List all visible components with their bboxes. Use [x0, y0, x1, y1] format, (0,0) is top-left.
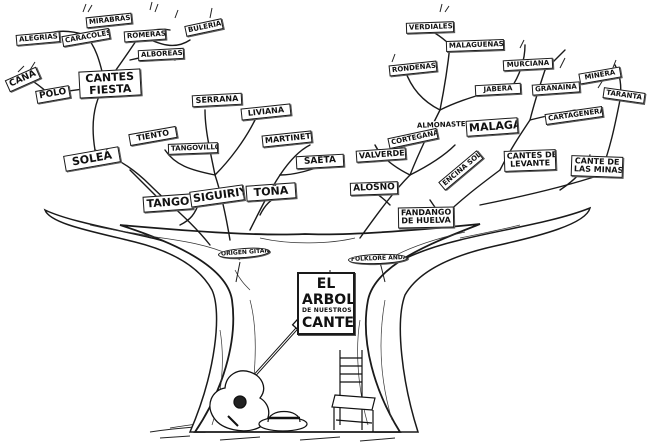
twig-strokes — [17, 1, 617, 89]
sign-tangovillo: TANGOVILLO — [167, 142, 219, 156]
sign-verdiales: VERDIALES — [405, 21, 455, 35]
folklore-andaluz-label: FOLKLORE ANDALUZ — [350, 253, 409, 263]
sign-cante-minas: CANTE DE LAS MINAS — [570, 155, 624, 178]
hat — [258, 410, 308, 432]
sign-cantes-levante: CANTES DE LEVANTE — [503, 149, 557, 172]
fandango-line2: DE HUELVA — [401, 215, 451, 226]
serrana-label: SERRANA — [195, 93, 239, 106]
sign-cantes-fiesta: CANTES FIESTA — [78, 68, 142, 99]
tangovillo-label: TANGOVILLO — [170, 143, 219, 153]
polo-label: POLO — [38, 86, 68, 102]
murciana-label: MURCIANA — [506, 58, 550, 70]
valverde-label: VALVERDE — [358, 148, 405, 161]
sign-alboreas: ALBOREAS — [137, 47, 185, 62]
title-line1: EL — [316, 276, 336, 292]
verdiales-label: VERDIALES — [408, 22, 453, 32]
cantes-fiesta-line2: FIESTA — [88, 81, 132, 97]
malaguenas-label: MALAGUEÑAS — [448, 39, 504, 50]
sign-alosno: ALOSNO — [349, 181, 399, 197]
tona-label: TOÑA — [253, 183, 289, 200]
cante-minas-line2: LAS MINAS — [573, 164, 624, 176]
tango-label: TANGO — [146, 194, 190, 211]
malaga-label: MALAGA — [468, 117, 519, 135]
alboreas-label: ALBOREAS — [140, 48, 183, 60]
title-line3: DE NUESTROS — [302, 307, 352, 315]
alegrias-label: ALEGRÍAS — [18, 32, 59, 44]
liviana-label: LIVIANA — [247, 105, 285, 118]
sign-serrana: SERRANA — [191, 92, 243, 108]
title-line4: CANTES — [302, 315, 354, 332]
romeras-label: ROMERAS — [126, 29, 167, 41]
guitar — [209, 313, 311, 432]
sign-almonaster: ALMONASTER — [414, 120, 466, 132]
title-sign: EL ARBOL DE NUESTROS CANTES — [297, 272, 355, 336]
granaina-label: GRANAINA — [534, 82, 578, 94]
title-line2: ARBOL — [302, 292, 355, 309]
sign-malaguenas: MALAGUEÑAS — [445, 38, 505, 53]
sign-fandango-huelva: FANDANGO DE HUELVA — [397, 206, 455, 229]
cantes-levante-line2: LEVANTE — [509, 158, 551, 170]
chair — [331, 350, 376, 432]
alosno-label: ALOSNO — [352, 182, 395, 194]
sign-saeta: SAETA — [295, 153, 345, 170]
almonaster-label: ALMONASTER — [416, 120, 466, 130]
jabera-label: JABERA — [483, 84, 513, 94]
sign-jabera: JABERA — [474, 82, 522, 97]
rondenas-label: RONDEÑAS — [391, 61, 437, 75]
mirabras-label: MIRABRÁS — [88, 13, 131, 27]
saeta-label: SAETA — [303, 155, 337, 167]
